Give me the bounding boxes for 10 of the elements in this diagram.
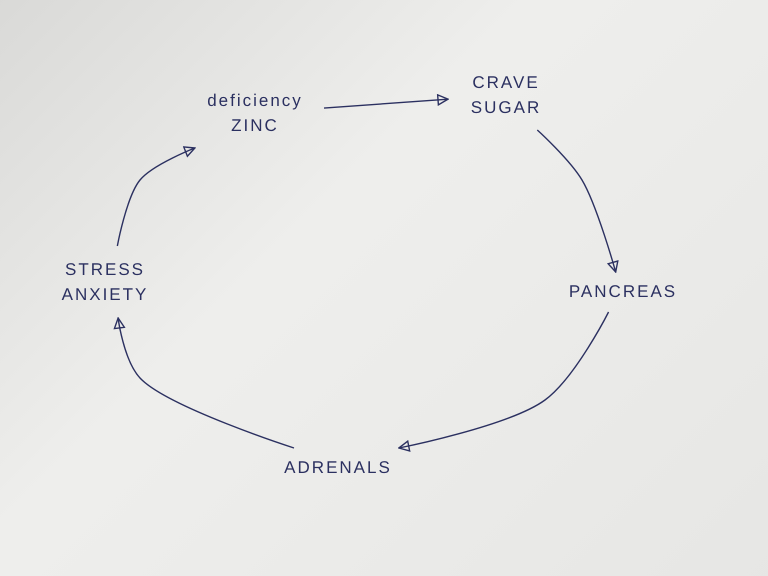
node-label: STRESS ANXIETY xyxy=(60,258,150,306)
node-label: PANCREAS xyxy=(568,281,678,304)
arrow xyxy=(114,317,294,449)
node-label: CRAVE SUGAR xyxy=(470,72,542,119)
node-label: ADRENALS xyxy=(284,457,392,480)
arrow xyxy=(398,312,610,452)
arrow xyxy=(536,129,618,273)
arrow xyxy=(116,146,196,246)
arrow xyxy=(324,94,449,109)
node-label: deficiency ZINC xyxy=(206,90,304,137)
